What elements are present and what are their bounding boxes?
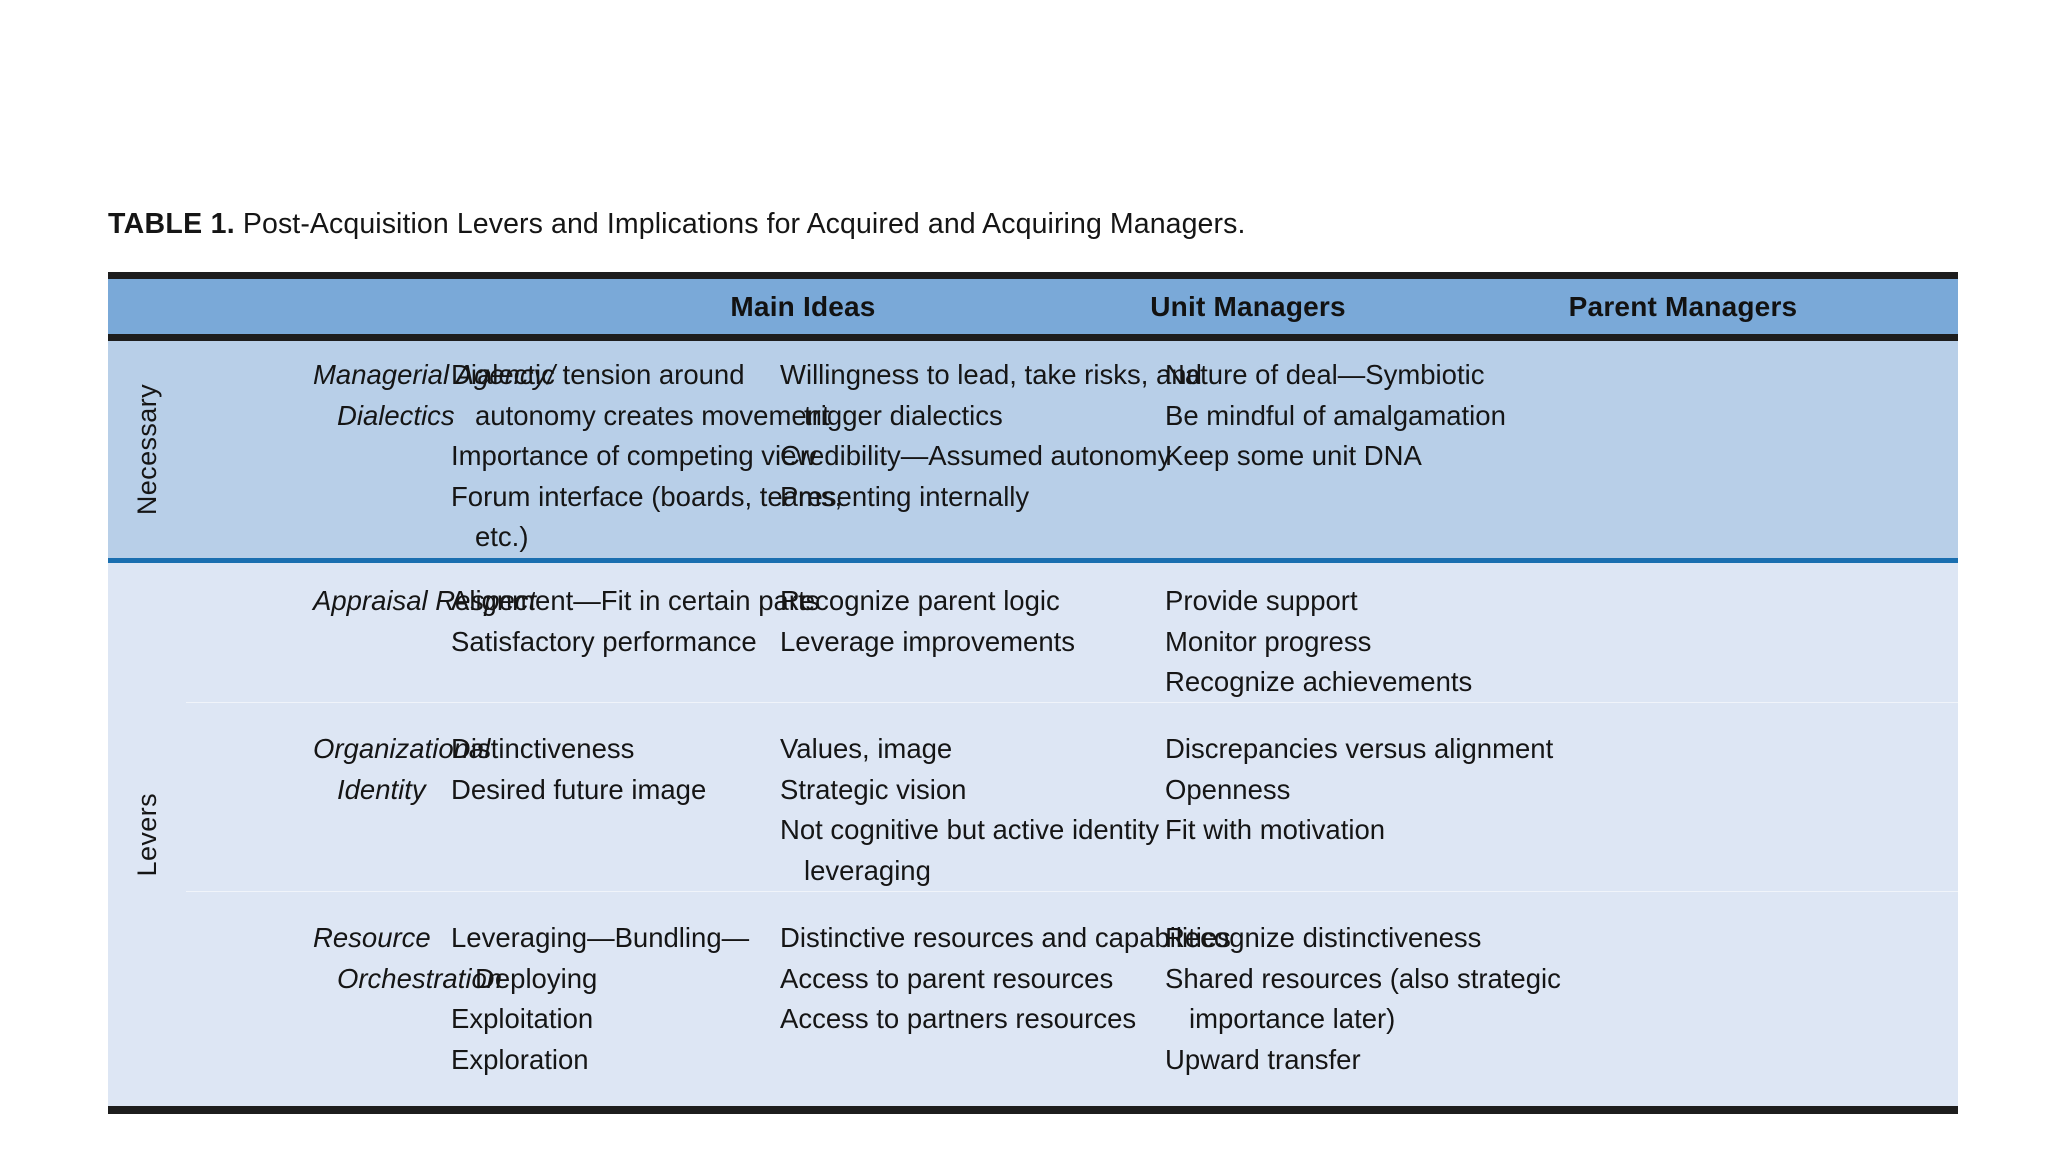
cell-unit-managers: Willingness to lead, take risks, and tri…: [780, 355, 1202, 517]
text-line: Recognize parent logic: [780, 585, 1060, 616]
text-line: Leverage improvements: [780, 625, 1076, 657]
text-line: autonomy creates movement: [475, 399, 830, 431]
text-line: Discrepancies versus alignment: [1165, 733, 1554, 764]
text-line: Exploitation: [451, 1003, 594, 1034]
cell-unit-managers: Values, image Strategic vision Not cogni…: [780, 729, 1180, 891]
text-line: Fit with motivation: [1165, 814, 1386, 845]
cell-parent-managers: Provide support Monitor progress Recogni…: [1165, 581, 1585, 703]
table-caption-text: Post-Acquisition Levers and Implications…: [242, 208, 1246, 240]
cell-lever-name: Managerial Agency/ Dialectics: [313, 355, 593, 436]
cell-unit-managers: Recognize parent logic Leverage improvem…: [780, 581, 1180, 662]
cell-parent-managers: Nature of deal—Symbiotic Be mindful of a…: [1165, 355, 1585, 477]
text-line: Presenting internally: [780, 480, 1030, 512]
column-header-unit-managers: Unit Managers: [1150, 291, 1346, 322]
text-line: Deploying: [475, 962, 598, 994]
text-line: Dialectics: [337, 399, 455, 431]
text-line: Nature of deal—Symbiotic: [1165, 359, 1485, 390]
cell-unit-managers: Distinctive resources and capabilities A…: [780, 918, 1231, 1040]
text-line: trigger dialectics: [804, 399, 1003, 431]
band-divider-rule: [108, 558, 1958, 563]
data-table: Main Ideas Unit Managers Parent Managers…: [108, 272, 1958, 1114]
table-caption: TABLE 1. Post-Acquisition Levers and Imp…: [108, 208, 1808, 242]
table-caption-label: TABLE 1.: [108, 208, 235, 240]
text-line: Orchestration: [337, 962, 503, 994]
text-line: Keep some unit DNA: [1165, 440, 1422, 471]
table-row: Organizational Identity Distinctiveness …: [108, 729, 1958, 892]
row-spacer: [108, 703, 1958, 729]
cell-main-ideas: Distinctiveness Desired future image: [451, 729, 821, 810]
column-header-parent-managers: Parent Managers: [1568, 291, 1798, 322]
row-spacer: [108, 892, 1958, 918]
text-line: Desired future image: [451, 773, 707, 805]
table-row: Resource Orchestration Leveraging—Bundli…: [108, 918, 1958, 1088]
text-line: Leveraging—Bundling—: [451, 922, 750, 953]
text-line: Not cognitive but active identity: [780, 814, 1160, 845]
text-line: Values, image: [780, 733, 953, 764]
band-spacer: [108, 1088, 1958, 1106]
text-line: Provide support: [1165, 585, 1358, 616]
cell-lever-name: Resource Orchestration: [313, 918, 593, 999]
table-header-bottom-rule: [108, 334, 1958, 341]
band-spacer: [108, 341, 1958, 355]
text-line: leveraging: [804, 854, 931, 886]
text-line: Identity: [337, 773, 426, 805]
text-line: Upward transfer: [1165, 1043, 1361, 1075]
band-spacer: [108, 563, 1958, 581]
text-line: Recognize distinctiveness: [1165, 922, 1482, 953]
text-line: Managerial Agency/: [313, 359, 556, 390]
row-separator: [186, 702, 1958, 703]
text-line: importance later): [1189, 1003, 1396, 1034]
text-line: Importance of competing view: [451, 440, 817, 471]
text-line: Resource: [313, 922, 431, 953]
text-line: Distinctive resources and capabilities: [780, 922, 1231, 953]
text-line: Access to partners resources: [780, 1003, 1137, 1034]
text-line: Exploration: [451, 1043, 589, 1075]
row-separator: [186, 891, 1958, 892]
table-header-row: Main Ideas Unit Managers Parent Managers: [108, 279, 1958, 334]
text-line: Recognize achievements: [1165, 666, 1473, 697]
text-line: Alignment—Fit in certain parts: [451, 585, 820, 616]
text-line: Monitor progress: [1165, 625, 1372, 657]
table-bottom-rule: [108, 1106, 1958, 1114]
text-line: Organizational: [313, 733, 491, 764]
cell-main-ideas: Dialectic tension around autonomy create…: [451, 355, 843, 558]
cell-main-ideas: Leveraging—Bundling— Deploying Exploitat…: [451, 918, 821, 1080]
table-band-levers: Levers Appraisal Respect Alignment—Fit i…: [108, 563, 1958, 1106]
text-line: Be mindful of amalgamation: [1165, 399, 1506, 431]
cell-parent-managers: Recognize distinctiveness Shared resourc…: [1165, 918, 1585, 1080]
text-line: Openness: [1165, 773, 1291, 805]
text-line: Shared resources (also strategic: [1165, 962, 1561, 994]
text-line: Appraisal Respect: [313, 585, 537, 616]
table-row: Appraisal Respect Alignment—Fit in certa…: [108, 581, 1958, 703]
text-line: Access to parent resources: [780, 962, 1114, 994]
table-band-necessary: Necessary Managerial Agency/ Dialectics …: [108, 341, 1958, 558]
cell-parent-managers: Discrepancies versus alignment Openness …: [1165, 729, 1585, 851]
cell-lever-name: Organizational Identity: [313, 729, 593, 810]
text-line: Strategic vision: [780, 773, 967, 805]
cell-main-ideas: Alignment—Fit in certain parts Satisfact…: [451, 581, 821, 662]
text-line: Willingness to lead, take risks, and: [780, 359, 1202, 390]
cell-lever-name: Appraisal Respect: [313, 581, 593, 622]
text-line: Forum interface (boards, teams,: [451, 480, 843, 512]
text-line: Credibility—Assumed autonomy: [780, 440, 1172, 471]
column-header-main-ideas: Main Ideas: [730, 291, 876, 322]
text-line: Dialectic tension around: [451, 359, 745, 390]
table-row: Managerial Agency/ Dialectics Dialectic …: [108, 355, 1958, 558]
text-line: etc.): [475, 521, 529, 552]
text-line: Satisfactory performance: [451, 625, 757, 657]
text-line: Distinctiveness: [451, 733, 635, 764]
table-top-rule: [108, 272, 1958, 279]
